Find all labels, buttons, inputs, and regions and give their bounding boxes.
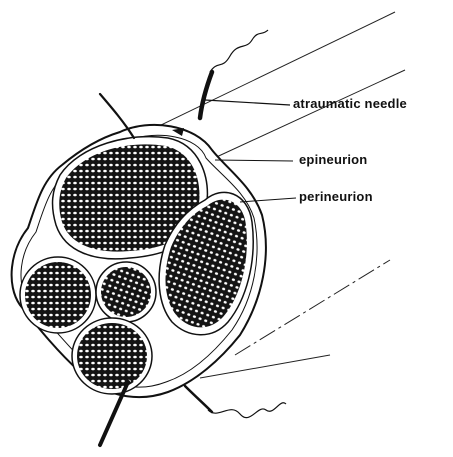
leader-line-epineurion	[215, 160, 293, 161]
nerve-trunk-upper-outline	[130, 12, 395, 140]
fascicle-small-center	[96, 262, 156, 322]
label-perineurion: perineurion	[299, 189, 373, 204]
needle-shaft-top	[200, 72, 212, 118]
needle-tip-bottom	[185, 386, 212, 412]
suture-thread-top	[210, 30, 268, 72]
label-epineurion: epineurion	[299, 152, 367, 167]
fascicle-bottom	[72, 318, 152, 394]
needle-tip-top	[100, 94, 134, 138]
label-atraumatic-needle: atraumatic needle	[293, 96, 407, 111]
suture-thread-bottom	[208, 403, 286, 418]
nerve-trunk-inner-outline	[210, 70, 405, 160]
leader-line-needle	[205, 100, 290, 105]
fascicle-left	[20, 257, 96, 333]
